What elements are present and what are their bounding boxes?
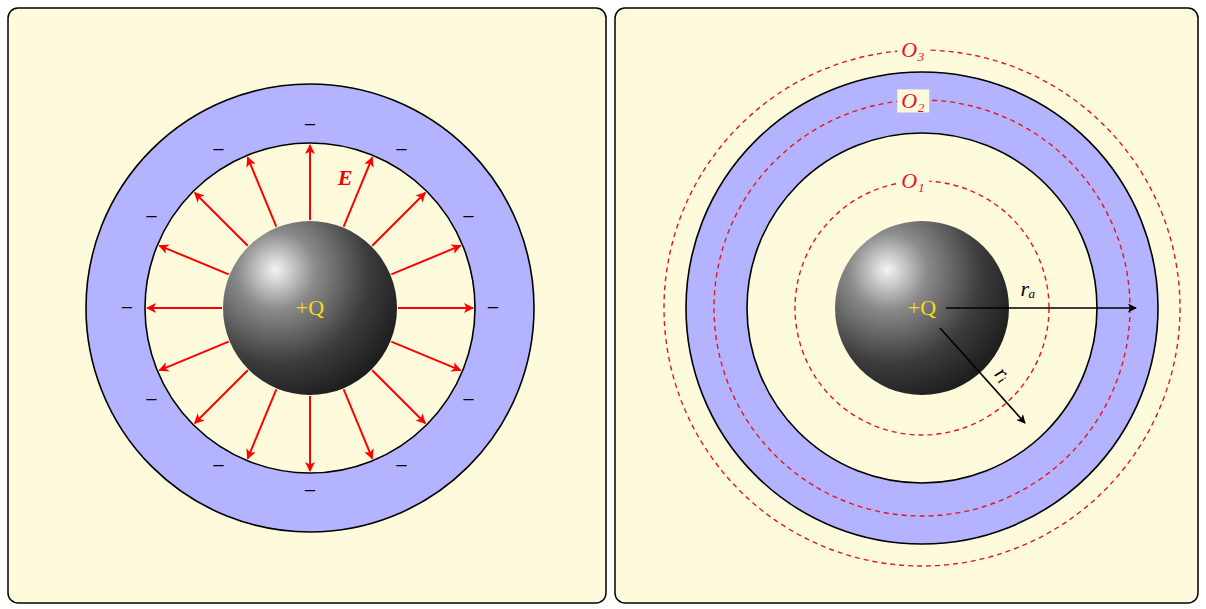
charge-sign: − xyxy=(304,480,316,502)
charge-sign: − xyxy=(487,297,499,319)
charge-sign: − xyxy=(145,389,157,411)
gauss-surface xyxy=(664,50,1180,566)
surface-label-text: O₂ xyxy=(901,88,925,113)
inner-radius-arrow xyxy=(940,328,1025,423)
charge-sign: − xyxy=(462,389,474,411)
left-panel xyxy=(8,8,606,603)
field-label: E xyxy=(338,166,353,189)
charge-sign: − xyxy=(395,139,407,161)
field-arrow xyxy=(372,370,425,423)
charge-sign: − xyxy=(462,206,474,228)
field-arrow xyxy=(309,145,311,220)
radius-label: rₐ xyxy=(1021,277,1036,300)
surface-label: O₂ xyxy=(897,89,929,112)
gauss-surface xyxy=(795,181,1049,435)
charge-sign: − xyxy=(121,297,133,319)
charge-sign: − xyxy=(304,114,316,136)
right-panel xyxy=(615,8,1198,603)
surface-label: O₃ xyxy=(897,38,929,61)
surface-label: O₁ xyxy=(897,169,929,192)
field-arrow xyxy=(159,246,228,275)
charge-sign: − xyxy=(212,455,224,477)
gauss-surface xyxy=(714,100,1130,516)
field-label-text: E xyxy=(338,165,353,190)
field-arrow xyxy=(344,389,373,458)
shell-ring xyxy=(86,84,534,532)
field-arrow xyxy=(159,342,228,371)
charge-sign: − xyxy=(395,455,407,477)
charged-sphere: +Q xyxy=(834,220,1010,396)
sphere-body xyxy=(223,221,397,395)
field-arrow xyxy=(309,396,311,471)
surface-label-text: O₃ xyxy=(901,37,925,62)
field-arrow xyxy=(195,370,248,423)
charge-sign: − xyxy=(212,139,224,161)
surface-label-text: O₁ xyxy=(901,168,925,193)
sphere-body xyxy=(835,221,1009,395)
field-arrow xyxy=(398,307,473,309)
field-arrow xyxy=(248,157,277,226)
field-arrow xyxy=(147,307,222,309)
outer-radius-arrow xyxy=(946,307,1136,309)
conducting-shell xyxy=(686,72,1158,544)
radius-label-text: rₐ xyxy=(1021,276,1036,301)
charge-label: +Q xyxy=(908,297,936,319)
charge-sign: − xyxy=(145,206,157,228)
field-arrow xyxy=(391,342,460,371)
charged-sphere: +Q xyxy=(222,220,398,396)
field-arrow xyxy=(248,389,277,458)
charge-label: +Q xyxy=(296,297,324,319)
field-arrow xyxy=(195,193,248,246)
field-arrow xyxy=(372,193,425,246)
field-arrow xyxy=(391,246,460,275)
